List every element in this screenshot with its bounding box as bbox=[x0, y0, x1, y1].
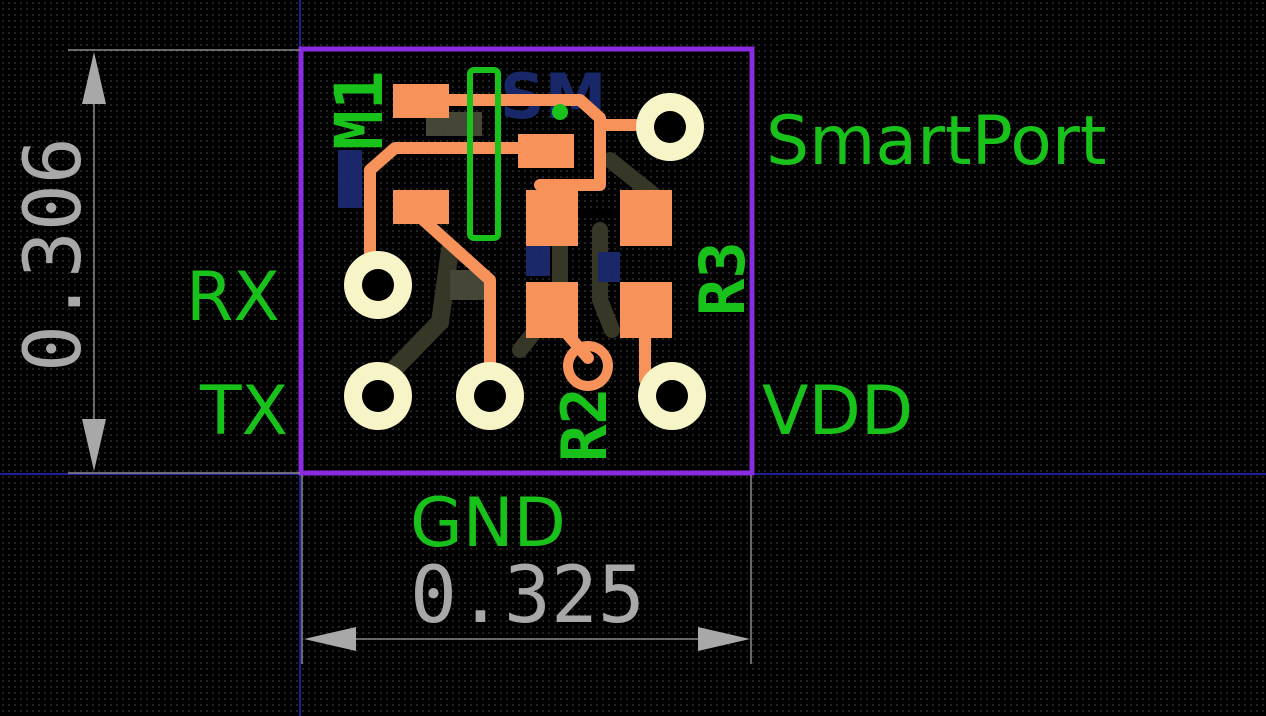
m1-label: M1 bbox=[321, 71, 398, 150]
trace-tx bbox=[404, 202, 496, 391]
r2-pad bbox=[620, 282, 672, 338]
smd-pads bbox=[393, 84, 672, 391]
trace-smartport bbox=[424, 94, 606, 191]
top-copper-traces bbox=[364, 94, 674, 391]
dimension-arrow-icon bbox=[82, 419, 106, 471]
pin-label-rx: RX bbox=[186, 258, 280, 337]
height-dimension[interactable]: 0.306 bbox=[9, 49, 300, 474]
bottom-pad bbox=[598, 252, 620, 282]
through-hole-pads bbox=[344, 93, 706, 430]
trace-rx bbox=[364, 142, 526, 264]
r3-label: R3 bbox=[686, 241, 759, 316]
pin-label-gnd: GND bbox=[410, 484, 566, 563]
r2-pad bbox=[526, 282, 578, 338]
through-hole-pad-icon[interactable] bbox=[638, 362, 706, 430]
through-hole-pad-icon[interactable] bbox=[344, 362, 412, 430]
width-value: 0.325 bbox=[410, 551, 645, 641]
m1-pad bbox=[393, 84, 449, 118]
through-hole-pad-icon[interactable] bbox=[456, 362, 524, 430]
dimension-arrow-icon bbox=[698, 627, 750, 651]
width-dimension[interactable]: 0.325 bbox=[301, 475, 752, 664]
through-hole-pad-icon[interactable] bbox=[636, 93, 704, 161]
pin-label-smartport: SmartPort bbox=[766, 102, 1107, 181]
pin-label-vdd: VDD bbox=[762, 372, 913, 451]
m1-silkscreen-body bbox=[467, 67, 501, 241]
through-hole-pad-icon[interactable] bbox=[344, 251, 412, 319]
m1-pad bbox=[518, 134, 574, 168]
height-value: 0.306 bbox=[9, 137, 99, 372]
dimension-arrow-icon bbox=[82, 52, 106, 104]
m1-pad bbox=[393, 190, 449, 224]
r3-pad bbox=[526, 190, 578, 246]
dimension-arrow-icon bbox=[304, 627, 356, 651]
r3-pad bbox=[620, 190, 672, 246]
pin-label-tx: TX bbox=[199, 372, 288, 451]
bottom-pad bbox=[338, 150, 362, 208]
board-outline[interactable] bbox=[298, 46, 755, 476]
r3-body bbox=[578, 210, 620, 214]
r2-ring bbox=[563, 341, 613, 391]
r2-label: R2 bbox=[548, 387, 621, 462]
m1-pin1-dot bbox=[552, 104, 568, 120]
